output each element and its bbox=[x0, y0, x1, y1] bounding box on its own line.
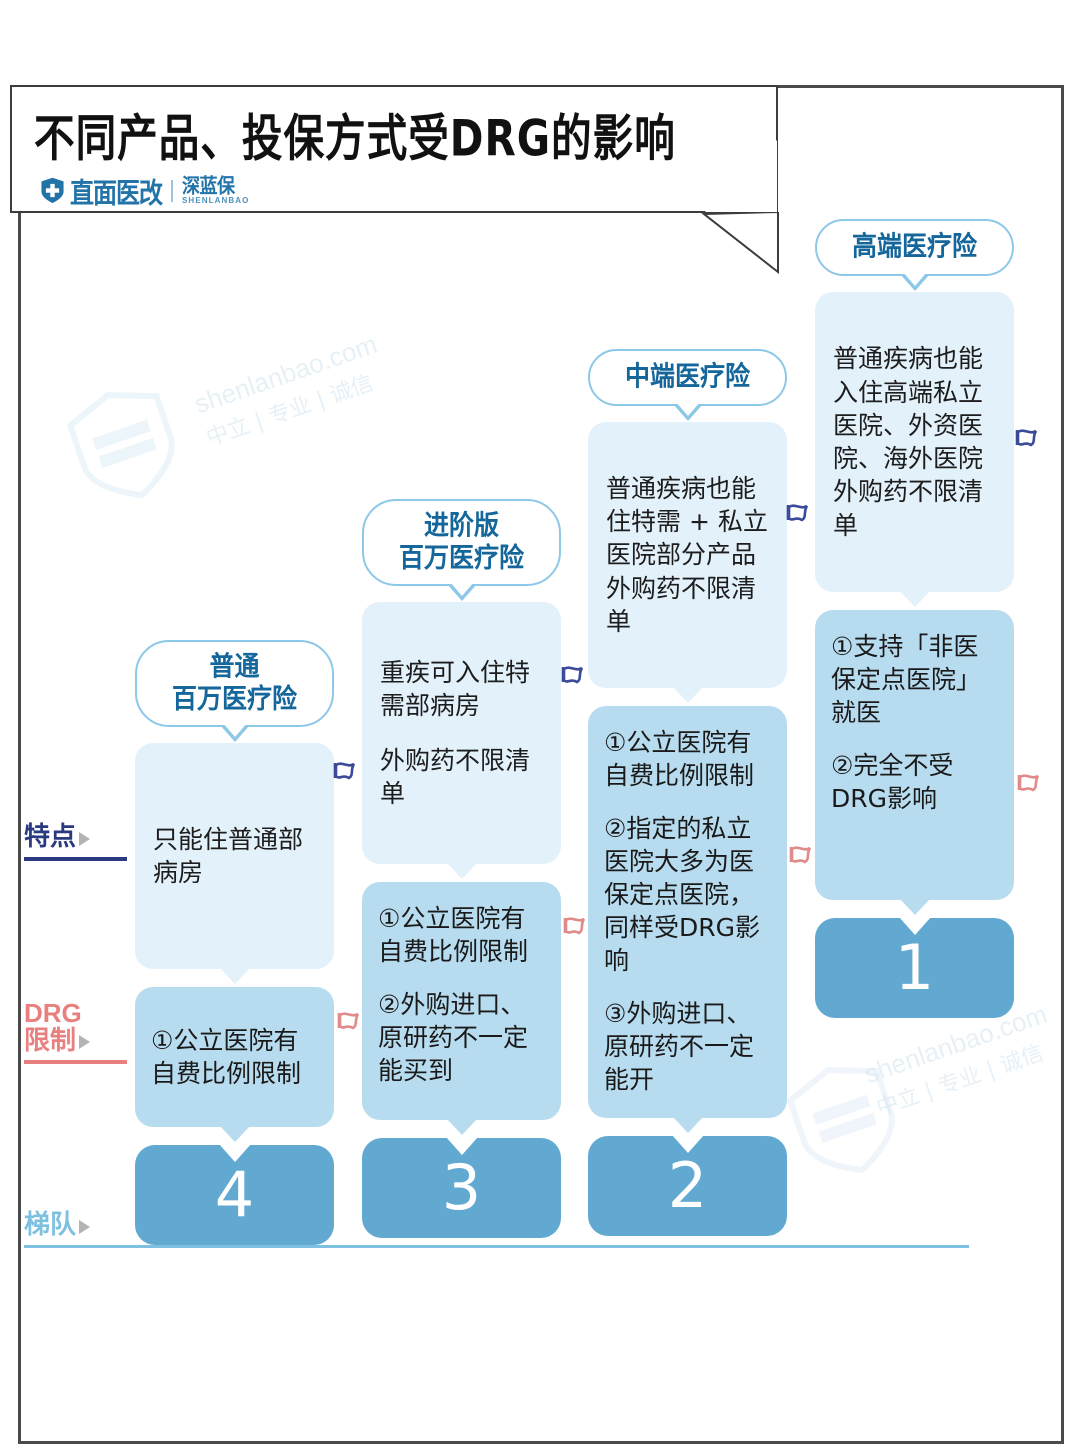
feature-text: 外购药不限清单 bbox=[380, 746, 531, 809]
tier-box-2: 2 bbox=[588, 1135, 787, 1236]
drg-limit-text: ①公立医院有自费比例限制 bbox=[604, 728, 755, 790]
drg-limit-text: ①公立医院有自费比例限制 bbox=[151, 1026, 302, 1088]
row-label-tier-text: 梯队 bbox=[24, 1210, 77, 1240]
row-label-drg-cn: 限制 bbox=[24, 1025, 77, 1056]
column-premium-medical: 高端医疗险 普通疾病也能入住高端私立医院、外资医院、海外医院外购药不限清单 ①支… bbox=[815, 219, 1014, 1018]
watermark-shield-icon bbox=[66, 392, 175, 499]
shield-plus-icon bbox=[41, 177, 64, 204]
feature-text: 普通疾病也能住特需 + 私立医院部分产品外购药不限清单 bbox=[606, 473, 768, 636]
flag-marker-salmon-icon bbox=[1017, 774, 1040, 792]
logo-brand-cn: 深蓝保 bbox=[182, 174, 235, 198]
drg-limit-text: ③外购进口、原研药不一定能开 bbox=[604, 999, 755, 1094]
drg-limit-text: ①支持「非医保定点医院」就医 bbox=[831, 632, 982, 727]
flag-marker-navy-icon bbox=[786, 504, 809, 522]
row-label-drg-en: DRG bbox=[24, 998, 82, 1028]
flag-marker-navy-icon bbox=[561, 666, 584, 684]
flag-marker-salmon-icon bbox=[789, 846, 812, 864]
tier-number: 3 bbox=[441, 1151, 482, 1224]
drg-limit-text: ②指定的私立医院大多为医保定点医院，同样受DRG影响 bbox=[604, 814, 760, 975]
drg-box-3: ①公立医院有自费比例限制 ②外购进口、原研药不一定能买到 bbox=[362, 882, 561, 1135]
column-basic-million-medical: 普通 百万医疗险 只能住普通部病房 ①公立医院有自费比例限制 4 bbox=[135, 640, 334, 1245]
feature-box-3: 重疾可入住特需部病房 外购药不限清单 bbox=[362, 602, 561, 879]
caret-right-icon bbox=[79, 1219, 91, 1234]
caret-right-icon bbox=[79, 1035, 91, 1050]
tier-box-1: 1 bbox=[815, 917, 1014, 1018]
drg-box-2: ①公立医院有自费比例限制 ②指定的私立医院大多为医保定点医院，同样受DRG影响 … bbox=[588, 706, 787, 1133]
logo-brand-en: SHENLANBAO bbox=[182, 195, 250, 205]
row-label-tier: 梯队 bbox=[24, 1210, 969, 1248]
product-name-bubble-3: 进阶版 百万医疗险 bbox=[362, 499, 561, 601]
row-label-underline bbox=[24, 1060, 127, 1065]
title-card: 不同产品、投保方式受DRG的影响 直面医改 深蓝保 SHENLANBAO bbox=[10, 85, 778, 213]
product-name-label-1: 高端医疗险 bbox=[851, 230, 977, 263]
row-label-underline bbox=[24, 1244, 969, 1248]
product-name-bubble-1: 高端医疗险 bbox=[815, 219, 1014, 291]
product-name-label-3: 进阶版 百万医疗险 bbox=[398, 509, 524, 574]
caret-right-icon bbox=[79, 831, 91, 846]
title-card-fold-icon bbox=[701, 212, 779, 275]
feature-box-2: 普通疾病也能住特需 + 私立医院部分产品外购药不限清单 bbox=[588, 422, 787, 703]
feature-text: 普通疾病也能入住高端私立医院、外资医院、海外医院外购药不限清单 bbox=[833, 344, 984, 540]
feature-box-1: 普通疾病也能入住高端私立医院、外资医院、海外医院外购药不限清单 bbox=[815, 292, 1014, 607]
feature-text: 只能住普通部病房 bbox=[153, 824, 304, 887]
row-label-features: 特点 bbox=[24, 822, 132, 861]
tier-number: 1 bbox=[894, 931, 935, 1004]
watermark-shield-icon-2 bbox=[786, 1067, 895, 1174]
product-name-bubble-2: 中端医疗险 bbox=[588, 349, 787, 421]
row-label-features-text: 特点 bbox=[24, 822, 77, 852]
column-midrange-medical: 中端医疗险 普通疾病也能住特需 + 私立医院部分产品外购药不限清单 ①公立医院有… bbox=[588, 349, 787, 1236]
flag-marker-salmon-icon bbox=[337, 1012, 360, 1030]
logo-brand: 深蓝保 SHENLANBAO bbox=[182, 174, 250, 205]
drg-box-4: ①公立医院有自费比例限制 bbox=[135, 987, 334, 1142]
tier-number: 2 bbox=[667, 1149, 708, 1222]
column-advanced-million-medical: 进阶版 百万医疗险 重疾可入住特需部病房 外购药不限清单 ①公立医院有自费比例限… bbox=[362, 499, 561, 1238]
feature-text: 重疾可入住特需部病房 bbox=[380, 657, 531, 720]
tier-box-3: 3 bbox=[362, 1137, 561, 1238]
brand-logo: 直面医改 深蓝保 SHENLANBAO bbox=[40, 173, 250, 210]
flag-marker-navy-icon bbox=[1015, 429, 1038, 447]
drg-box-1: ①支持「非医保定点医院」就医 ②完全不受DRG影响 bbox=[815, 610, 1014, 915]
flag-marker-navy-icon bbox=[333, 762, 356, 780]
feature-box-4: 只能住普通部病房 bbox=[135, 743, 334, 984]
product-name-label-4: 普通 百万医疗险 bbox=[171, 650, 297, 715]
tier-box-4: 4 bbox=[135, 1144, 334, 1245]
tier-number: 4 bbox=[214, 1158, 255, 1231]
page-title: 不同产品、投保方式受DRG的影响 bbox=[34, 109, 676, 168]
logo-program-name: 直面医改 bbox=[70, 177, 163, 210]
drg-limit-text: ②外购进口、原研药不一定能买到 bbox=[378, 990, 529, 1085]
row-label-drg-limits: DRG 限制 bbox=[24, 998, 132, 1065]
product-name-label-2: 中端医疗险 bbox=[624, 360, 750, 393]
flag-marker-salmon-icon bbox=[563, 917, 586, 935]
logo-divider bbox=[171, 179, 173, 202]
row-label-underline bbox=[24, 856, 127, 861]
drg-limit-text: ①公立医院有自费比例限制 bbox=[378, 904, 529, 966]
product-name-bubble-4: 普通 百万医疗险 bbox=[135, 640, 334, 742]
drg-limit-text: ②完全不受DRG影响 bbox=[831, 751, 954, 813]
